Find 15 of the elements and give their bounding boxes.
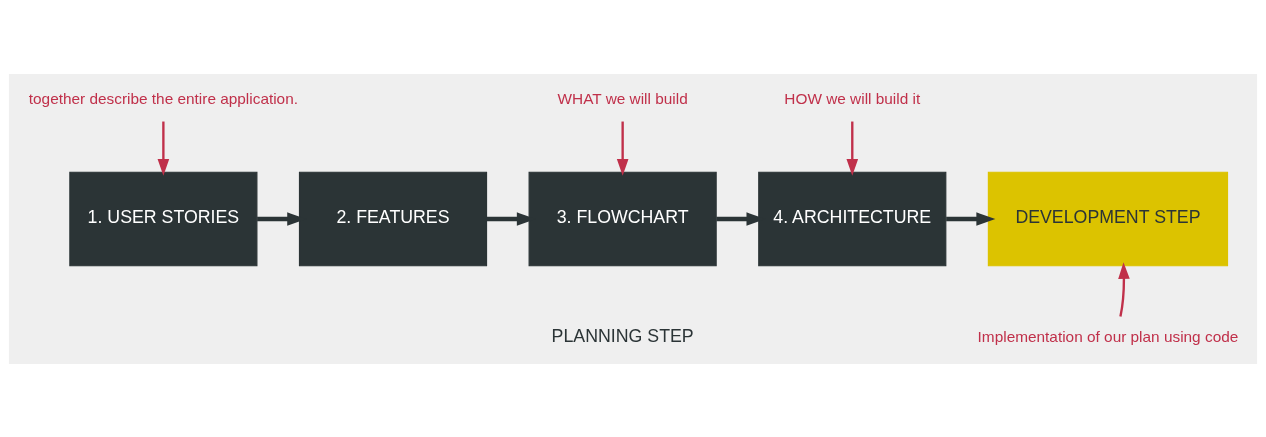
arrow <box>616 121 629 176</box>
node-text: together describe the entire application. <box>28 89 298 107</box>
arrow <box>157 121 170 176</box>
node-text: WHAT we will build <box>557 89 688 107</box>
arrow <box>846 121 859 176</box>
node-text: HOW we will build it <box>784 89 921 107</box>
node-text: Implementation of our plan using code <box>977 327 1239 345</box>
arrow <box>946 211 996 226</box>
label: PLANNING STEP <box>551 325 694 346</box>
arrow <box>1118 261 1130 317</box>
node-box: 2. FEATURES <box>298 171 488 266</box>
node-box: DEVELOPMENT STEP <box>987 171 1229 266</box>
node-box: 3. FLOWCHART <box>528 171 717 266</box>
node-box: 1. USER STORIES <box>69 171 258 266</box>
node-box: 4. ARCHITECTURE <box>758 171 947 266</box>
